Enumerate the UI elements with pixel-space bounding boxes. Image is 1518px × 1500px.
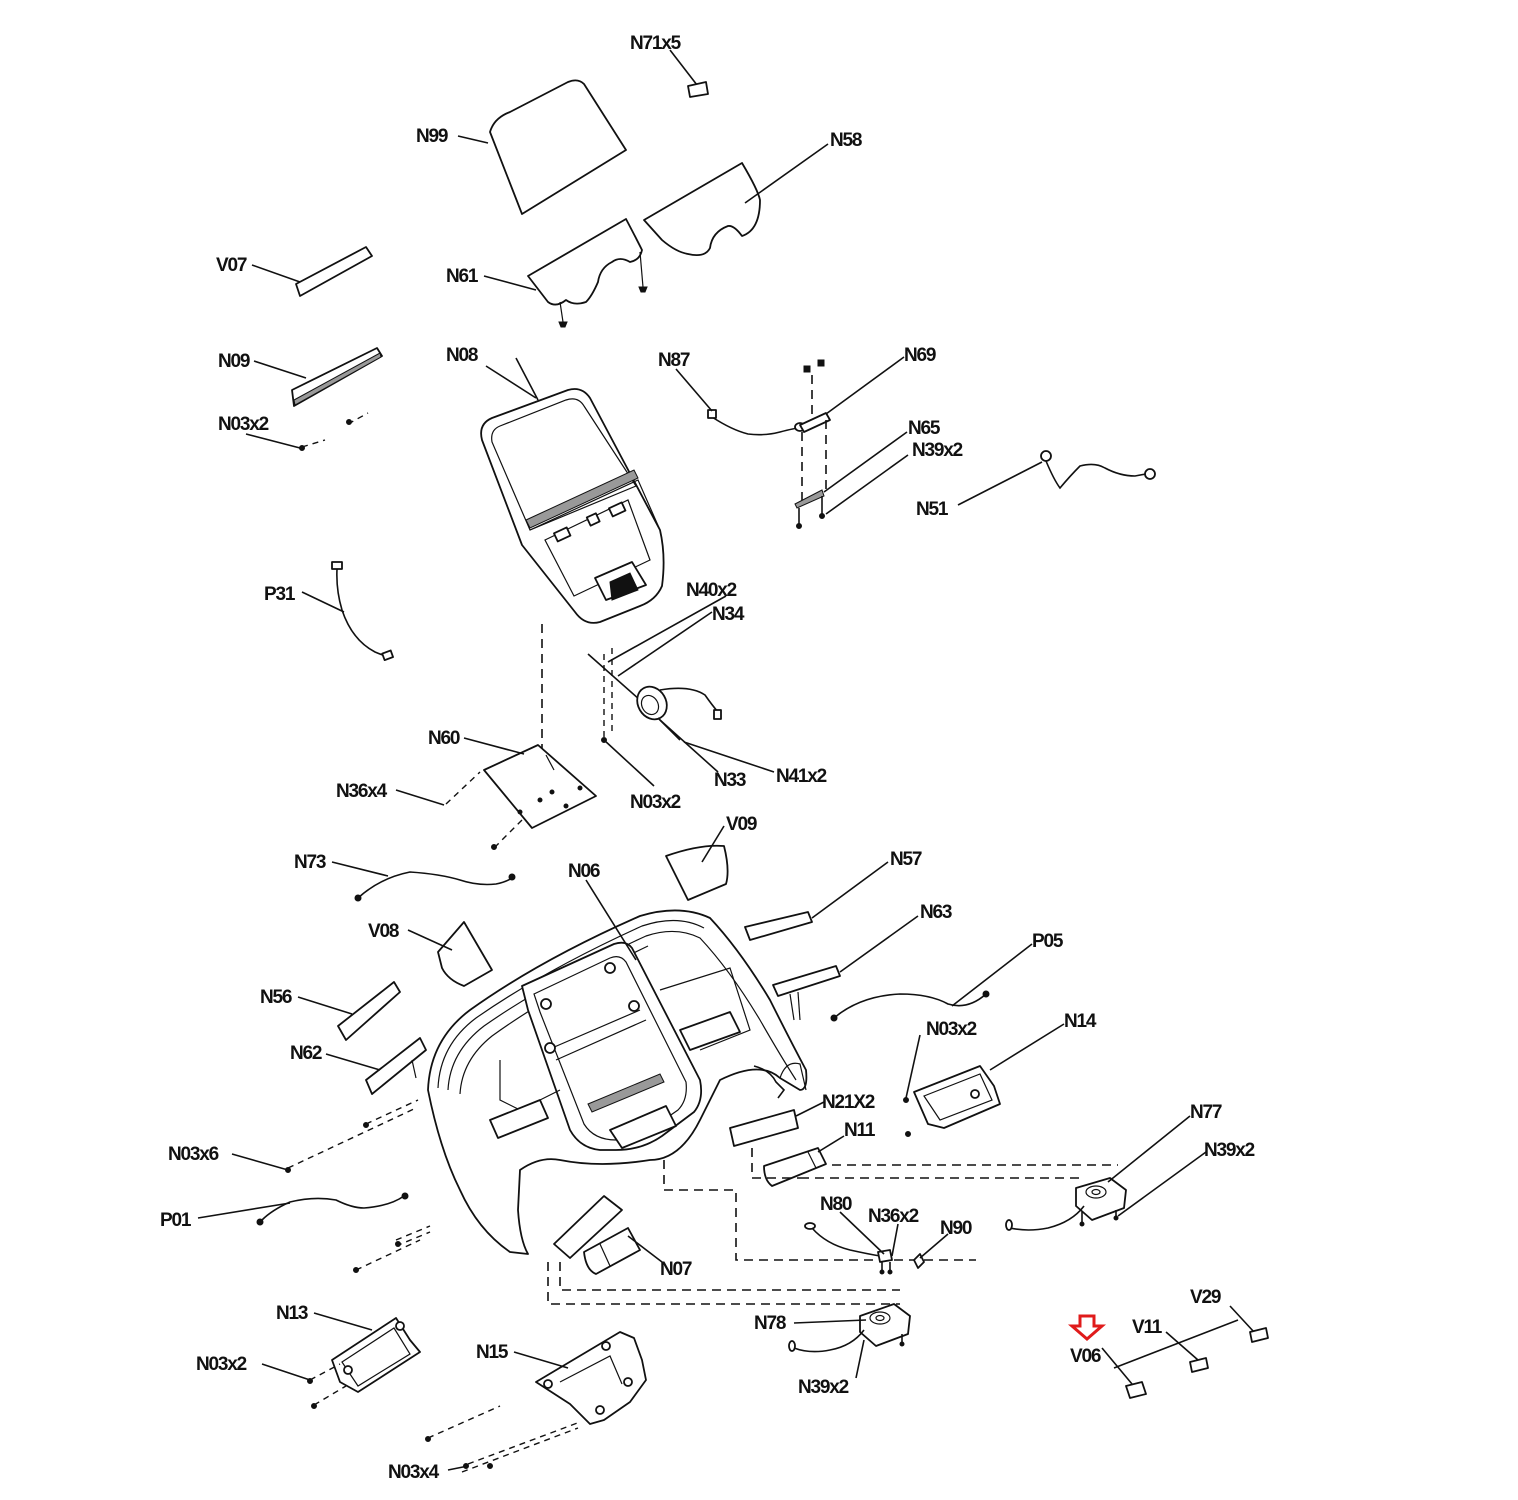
part-n09-strip bbox=[253, 347, 383, 407]
label-n41x2: N41x2 bbox=[776, 766, 827, 787]
label-p31: P31 bbox=[264, 584, 296, 605]
label-n13: N13 bbox=[276, 1303, 308, 1324]
label-n07: N07 bbox=[660, 1259, 692, 1280]
part-p31-cable bbox=[301, 561, 394, 662]
label-n08: N08 bbox=[446, 345, 478, 366]
label-n62: N62 bbox=[290, 1043, 322, 1064]
part-n34-n33-knob bbox=[587, 595, 775, 787]
highlight-arrow-icon bbox=[1067, 1314, 1107, 1341]
label-p01: P01 bbox=[160, 1210, 192, 1231]
label-n34: N34 bbox=[712, 604, 745, 625]
part-n73-cable bbox=[331, 861, 516, 902]
part-n78-speaker bbox=[788, 1303, 911, 1379]
label-n33: N33 bbox=[714, 770, 746, 791]
label-p05: P05 bbox=[1032, 931, 1064, 952]
label-n71x5: N71x5 bbox=[630, 33, 682, 54]
part-n99-lens bbox=[457, 79, 627, 215]
part-n51-cable bbox=[957, 450, 1156, 506]
label-n39x2-c: N39x2 bbox=[798, 1377, 849, 1398]
label-n40x2: N40x2 bbox=[686, 580, 737, 601]
label-n36x4: N36x4 bbox=[336, 781, 388, 802]
part-n87-cable bbox=[675, 368, 806, 436]
part-n21-strip bbox=[729, 1101, 825, 1147]
label-n39x2-b: N39x2 bbox=[1204, 1140, 1255, 1161]
label-n51: N51 bbox=[916, 499, 949, 520]
label-n03x2-a: N03x2 bbox=[218, 414, 269, 435]
part-n62-strip bbox=[325, 1037, 427, 1095]
label-n65: N65 bbox=[908, 418, 941, 439]
part-n80-sensor bbox=[804, 1211, 949, 1275]
label-n03x2-d: N03x2 bbox=[196, 1354, 247, 1375]
label-n69: N69 bbox=[904, 345, 936, 366]
label-n11: N11 bbox=[844, 1120, 876, 1141]
label-n09: N09 bbox=[218, 351, 250, 372]
part-n71 bbox=[669, 49, 709, 98]
label-n39x2-a: N39x2 bbox=[912, 440, 963, 461]
label-v08: V08 bbox=[368, 921, 399, 942]
part-n77-speaker bbox=[1005, 1115, 1207, 1231]
label-n99: N99 bbox=[416, 126, 448, 147]
label-n21x2: N21X2 bbox=[822, 1092, 875, 1113]
part-n03-screws-a bbox=[245, 412, 369, 451]
label-v11: V11 bbox=[1132, 1317, 1163, 1338]
label-n03x4: N03x4 bbox=[388, 1462, 440, 1483]
label-n15: N15 bbox=[476, 1342, 509, 1363]
part-n60-board bbox=[395, 737, 597, 850]
part-n69-switch bbox=[799, 356, 905, 505]
part-n06-console-frame bbox=[427, 879, 808, 1255]
label-n06: N06 bbox=[568, 861, 600, 882]
part-n11-housing bbox=[751, 1135, 845, 1187]
part-p01-cable bbox=[197, 1192, 431, 1273]
label-n61: N61 bbox=[446, 266, 479, 287]
part-v08-overlay bbox=[407, 921, 493, 987]
label-n90: N90 bbox=[940, 1218, 972, 1239]
label-n63: N63 bbox=[920, 902, 952, 923]
label-v29: V29 bbox=[1190, 1287, 1221, 1308]
label-n57: N57 bbox=[890, 849, 922, 870]
label-n56: N56 bbox=[260, 987, 292, 1008]
part-n07-housing bbox=[553, 1195, 663, 1275]
label-n78: N78 bbox=[754, 1313, 786, 1334]
assembly-guide-lines bbox=[547, 1160, 1118, 1305]
part-decals-v06-v11-v29 bbox=[1101, 1305, 1269, 1399]
part-n15-bracket bbox=[425, 1331, 647, 1473]
label-n03x6: N03x6 bbox=[168, 1144, 219, 1165]
label-n60: N60 bbox=[428, 728, 460, 749]
part-n58-overlay bbox=[643, 143, 829, 257]
part-n14-bracket bbox=[903, 1023, 1065, 1137]
part-p05-cable bbox=[830, 943, 1033, 1022]
part-v07-strip bbox=[251, 246, 373, 297]
part-n63-strip bbox=[772, 915, 919, 1021]
label-n03x2-c: N03x2 bbox=[926, 1019, 977, 1040]
part-n61-overlay bbox=[483, 218, 648, 328]
part-n56-strip bbox=[297, 981, 401, 1041]
label-n77: N77 bbox=[1190, 1102, 1222, 1123]
label-n73: N73 bbox=[294, 852, 326, 873]
label-n87: N87 bbox=[658, 350, 690, 371]
label-v06: V06 bbox=[1070, 1346, 1101, 1367]
part-n08-display-console bbox=[480, 357, 665, 624]
part-n03-screws-x6 bbox=[231, 1099, 419, 1173]
label-n36x2: N36x2 bbox=[868, 1206, 919, 1227]
label-n14: N14 bbox=[1064, 1011, 1097, 1032]
label-n03x2-b: N03x2 bbox=[630, 792, 681, 813]
part-n13-bracket bbox=[261, 1312, 421, 1409]
label-n80: N80 bbox=[820, 1194, 852, 1215]
label-v07: V07 bbox=[216, 255, 247, 276]
part-n57-strip bbox=[744, 861, 889, 941]
label-v09: V09 bbox=[726, 814, 757, 835]
part-v09-overlay bbox=[665, 825, 729, 901]
part-n65-bracket bbox=[794, 431, 909, 529]
label-n58: N58 bbox=[830, 130, 862, 151]
